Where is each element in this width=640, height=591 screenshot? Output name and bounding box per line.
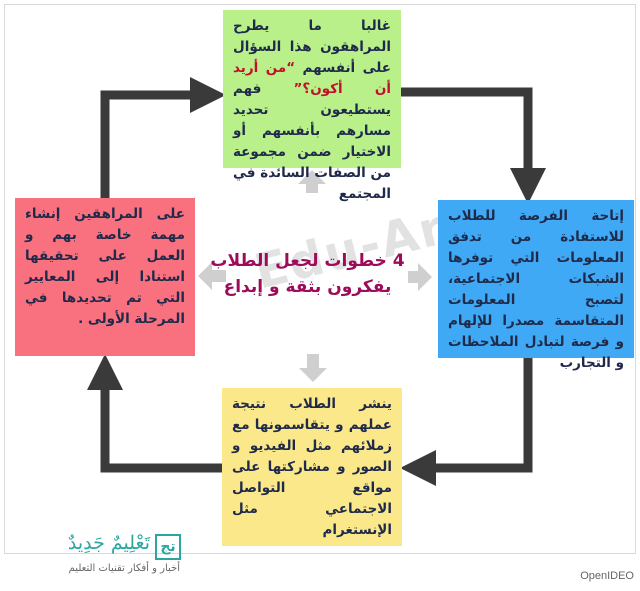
inner-arrow-down bbox=[299, 354, 327, 382]
connector-right-to-bottom bbox=[400, 358, 533, 486]
step-top-text-end: فهم يستطيعون تحديد مسارهم بأنفسهم أو الا… bbox=[233, 81, 391, 202]
connector-bottom-to-left bbox=[87, 354, 222, 473]
inner-arrow-left bbox=[198, 262, 226, 290]
step-box-bottom: ينشر الطلاب نتيجة عملهم و يتقاسمونها مع … bbox=[222, 388, 402, 546]
logo-tagline: أخبار و أفكار تقنيات التعليم bbox=[68, 563, 180, 574]
step-top-text: غالبا ما يطرح المراهقون هذا السؤال على أ… bbox=[233, 18, 391, 76]
step-box-right: إتاحة الفرصة للطلاب للاستفادة من تدفق ال… bbox=[438, 200, 634, 371]
site-logo[interactable]: تج تَعْلِيمٌ جَدِيدٌ أخبار و أفكار تقنيا… bbox=[10, 530, 210, 582]
step-top-highlight: “من أريد أن أكون؟” bbox=[233, 60, 391, 97]
inner-arrow-up bbox=[298, 170, 326, 193]
logo-name: تَعْلِيمٌ جَدِيدٌ bbox=[67, 532, 150, 554]
source-credit: OpenIDEO bbox=[580, 570, 634, 582]
center-title: 4 خطوات لجعل الطلاب يفكرون بثقة و إبداع bbox=[210, 251, 405, 297]
step-box-top: غالبا ما يطرح المراهقون هذا السؤال على أ… bbox=[223, 10, 401, 202]
logo-mark-icon: تج bbox=[155, 534, 181, 560]
connector-top-to-right bbox=[401, 87, 546, 204]
inner-arrow-right bbox=[408, 263, 432, 291]
connector-left-to-top bbox=[100, 77, 226, 198]
step-box-left: على المراهقين إنشاء مهمة خاصة بهم و العم… bbox=[15, 198, 195, 356]
